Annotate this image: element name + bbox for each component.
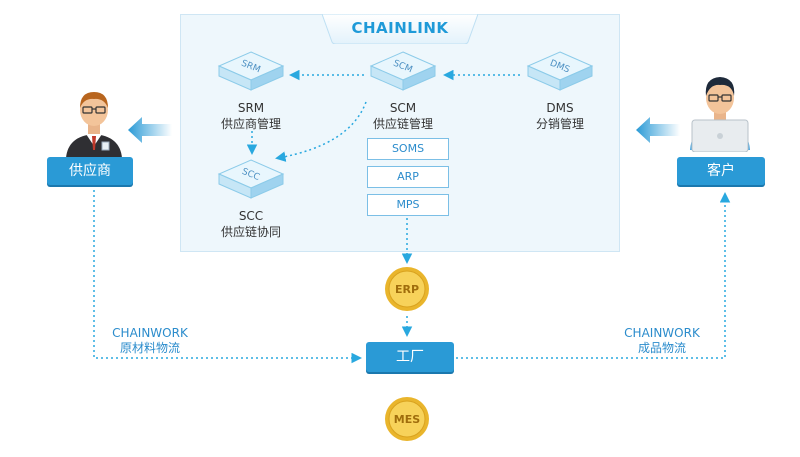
mes-label: MES [393,413,421,426]
srm-node-icon: SRM [217,51,285,91]
srm-label: SRM 供应商管理 [196,100,306,132]
scc-node-icon: SCC [217,159,285,199]
erp-label: ERP [394,283,420,296]
scc-name: SCC [238,209,264,223]
customer-box: 客户 [677,157,765,185]
finished-goods-flow-label: CHAINWORK 成品物流 [607,326,717,356]
scm-label: SCM 供应链管理 [348,100,458,132]
scc-label: SCC 供应链协同 [196,208,306,240]
module-arp: ARP [367,166,449,188]
dms-node-icon: DMS [526,51,594,91]
raw-flow-line2: 原材料物流 [119,341,180,355]
mes-coin-icon [385,397,429,441]
supplier-box: 供应商 [47,157,133,185]
goods-flow-line2: 成品物流 [637,341,686,355]
raw-flow-line1: CHAINWORK [112,326,188,340]
scm-node-icon: SCM [369,51,437,91]
supplier-arrow-icon [128,117,172,143]
dms-name: DMS [546,101,574,115]
raw-material-flow-label: CHAINWORK 原材料物流 [95,326,205,356]
srm-desc: 供应商管理 [220,117,281,131]
supplier-to-factory-connector [93,190,362,364]
scc-desc: 供应链协同 [220,225,281,239]
scm-name: SCM [389,101,417,115]
dms-desc: 分销管理 [535,117,584,131]
factory-box: 工厂 [366,342,454,372]
customer-person-icon [690,77,750,152]
supplier-person-icon [66,92,122,158]
dms-label: DMS 分销管理 [505,100,615,132]
module-soms: SOMS [367,138,449,160]
chainlink-tab [322,14,478,44]
chainlink-title: CHAINLINK [351,19,449,37]
scm-desc: 供应链管理 [372,117,433,131]
srm-name: SRM [237,101,265,115]
module-mps: MPS [367,194,449,216]
erp-coin-icon [385,267,429,311]
customer-arrow-icon [636,117,680,143]
goods-flow-line1: CHAINWORK [624,326,700,340]
